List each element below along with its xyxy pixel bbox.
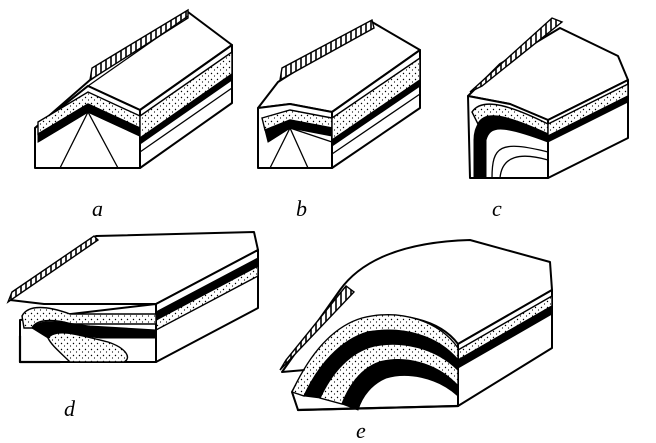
panel-label-c: c	[492, 196, 502, 221]
fold-block-d	[6, 231, 259, 364]
fold-block-c	[467, 17, 629, 179]
fold-block-b	[257, 18, 421, 169]
panel-label-b: b	[296, 196, 307, 221]
fold-block-e	[279, 239, 553, 412]
panel-label-e: e	[356, 418, 366, 443]
fold-block-a	[34, 8, 233, 169]
panel-label-a: a	[92, 196, 103, 221]
panel-label-d: d	[64, 396, 75, 421]
